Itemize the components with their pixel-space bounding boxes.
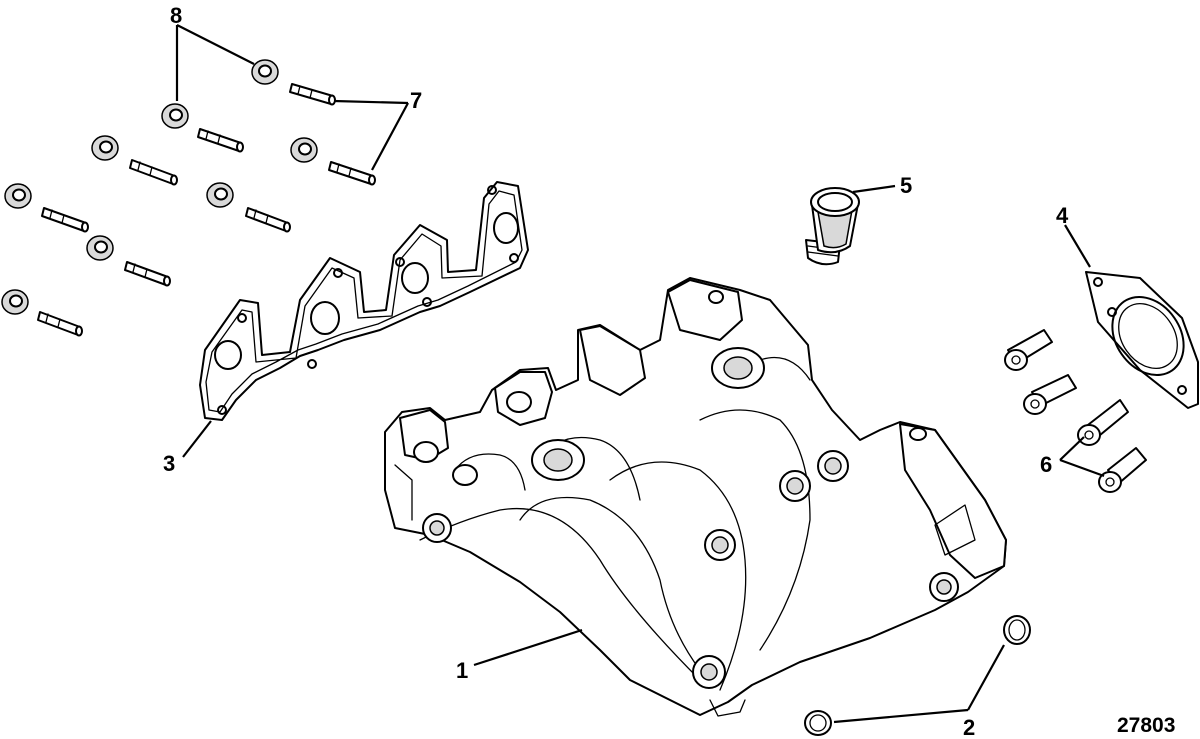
stud xyxy=(129,159,178,186)
callout-3: 3 xyxy=(163,451,175,476)
stud xyxy=(245,207,291,233)
callout-2: 2 xyxy=(963,715,975,739)
nut xyxy=(1,289,29,315)
nut xyxy=(86,235,114,261)
callout-1: 1 xyxy=(456,658,468,683)
callout-6: 6 xyxy=(1040,452,1052,477)
stud xyxy=(41,207,89,233)
hose-fitting xyxy=(805,187,860,266)
nut xyxy=(4,183,32,209)
callout-8: 8 xyxy=(170,3,182,28)
stud xyxy=(37,311,83,337)
nut xyxy=(161,103,189,129)
screw xyxy=(1077,399,1129,446)
stud xyxy=(197,128,244,153)
leader-lines xyxy=(175,24,1105,724)
callout-4: 4 xyxy=(1056,203,1069,228)
nut-and-stud-group xyxy=(1,59,376,337)
callout-7: 7 xyxy=(410,88,422,113)
intake-manifold xyxy=(384,277,1007,717)
nut xyxy=(290,137,318,163)
o-ring xyxy=(804,710,832,736)
stud xyxy=(124,261,171,287)
screw-group xyxy=(1004,329,1147,493)
manifold-gasket xyxy=(199,181,529,421)
screw xyxy=(1098,447,1147,493)
screw xyxy=(1023,374,1077,415)
nut xyxy=(251,59,279,85)
callout-5: 5 xyxy=(900,173,912,198)
stud xyxy=(328,161,376,186)
nut xyxy=(206,182,234,208)
stud xyxy=(289,83,336,106)
nut xyxy=(91,135,119,161)
screw xyxy=(1004,329,1053,371)
outlet-gasket xyxy=(1085,271,1199,409)
o-ring xyxy=(1003,615,1031,645)
figure-number: 27803 xyxy=(1117,714,1175,737)
